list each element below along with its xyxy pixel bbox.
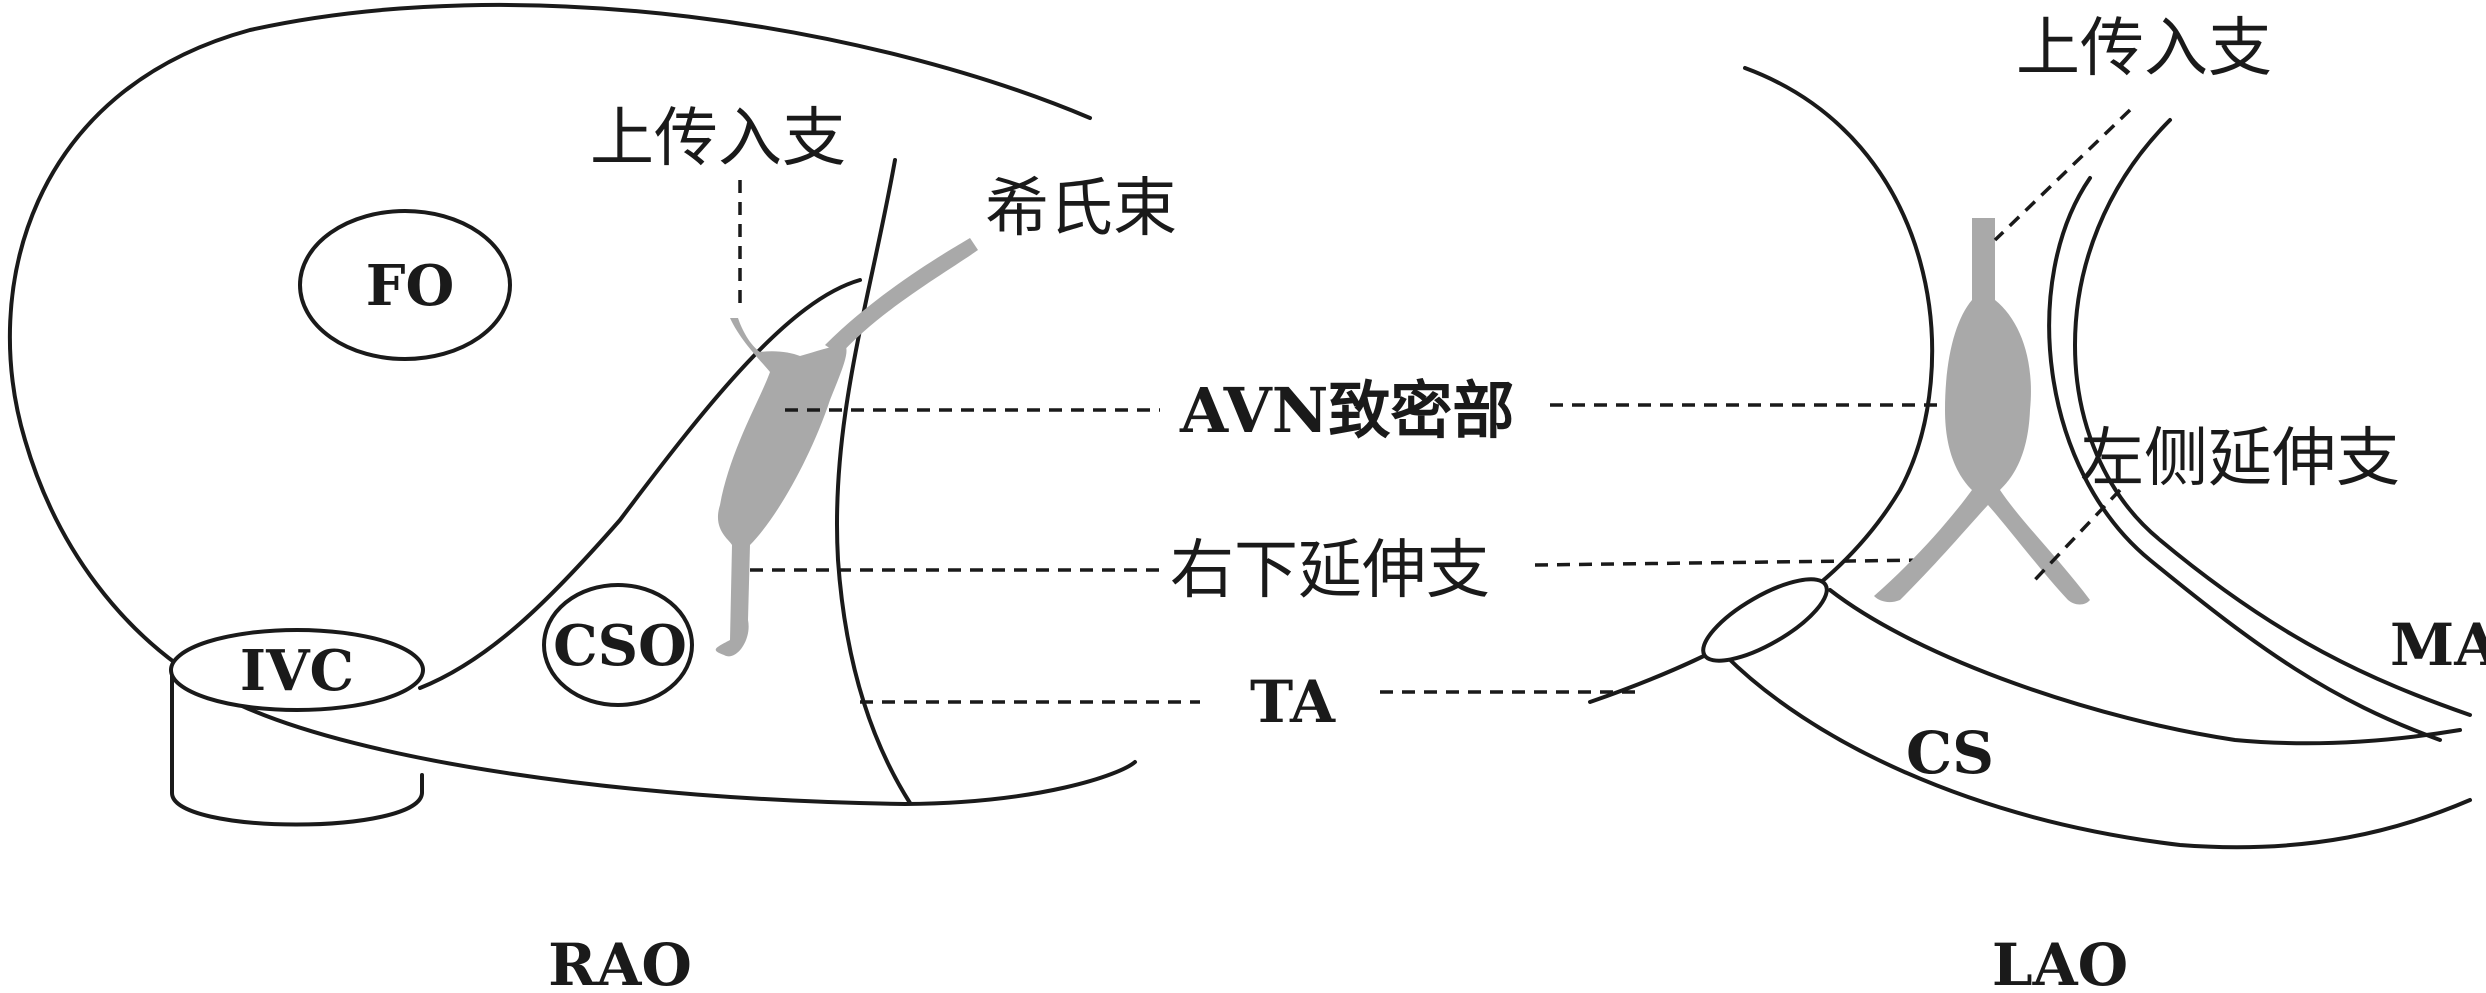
fo-label: FO (366, 253, 455, 319)
left-extension-leader (2028, 488, 2122, 587)
rao-superior-input-label: 上传入支 (590, 102, 846, 176)
lao-superior-input-leader (1993, 108, 2132, 242)
ivc-cylinder-body (170, 672, 424, 827)
ta-label: TA (1250, 668, 1336, 736)
rao-view: IVC FO CSO 上传入支 希氏束 RAO (8, 2, 1177, 993)
lao-view: 上传入支 左侧延伸支 MA CS LAO (1588, 12, 2486, 993)
compact-avn-label: AVN致密部 (1179, 374, 1514, 447)
rao-view-label: RAO (548, 931, 692, 993)
lao-cs-lower (1723, 653, 2472, 850)
right-inferior-extension-label: 右下延伸支 (1170, 534, 1490, 608)
ivc-label: IVC (240, 638, 354, 704)
fo-ellipse (298, 209, 512, 361)
lao-cs-upper (1828, 588, 2462, 746)
his-bundle-shape (825, 238, 978, 355)
right-inferior-extension-leader-right (1534, 558, 1931, 567)
rao-atrium-outline (8, 2, 1092, 667)
his-bundle-label: 希氏束 (985, 172, 1177, 246)
lao-superior-input-label: 上传入支 (2016, 12, 2272, 86)
tricuspid-annulus-line-outer (834, 158, 912, 805)
cs-ostium-ellipse (1701, 577, 1829, 663)
cso-ellipse (542, 583, 694, 707)
lao-av-node-shape (1874, 218, 2090, 605)
cso-label: CSO (553, 613, 687, 679)
ma-label: MA (2390, 611, 2486, 679)
tricuspid-annulus-line-inner (418, 278, 862, 690)
lao-annulus-inner (2073, 118, 2472, 717)
lao-view-label: LAO (1992, 931, 2128, 993)
rao-atrium-bottom (238, 703, 1137, 806)
cs-label: CS (1906, 719, 1994, 787)
rao-av-node-shape (715, 318, 847, 657)
center-labels: AVN致密部 右下延伸支 TA (750, 374, 1985, 736)
left-extension-label: 左侧延伸支 (2080, 422, 2400, 496)
ivc-ellipse (169, 628, 425, 712)
lao-annulus-outer (2047, 176, 2442, 742)
